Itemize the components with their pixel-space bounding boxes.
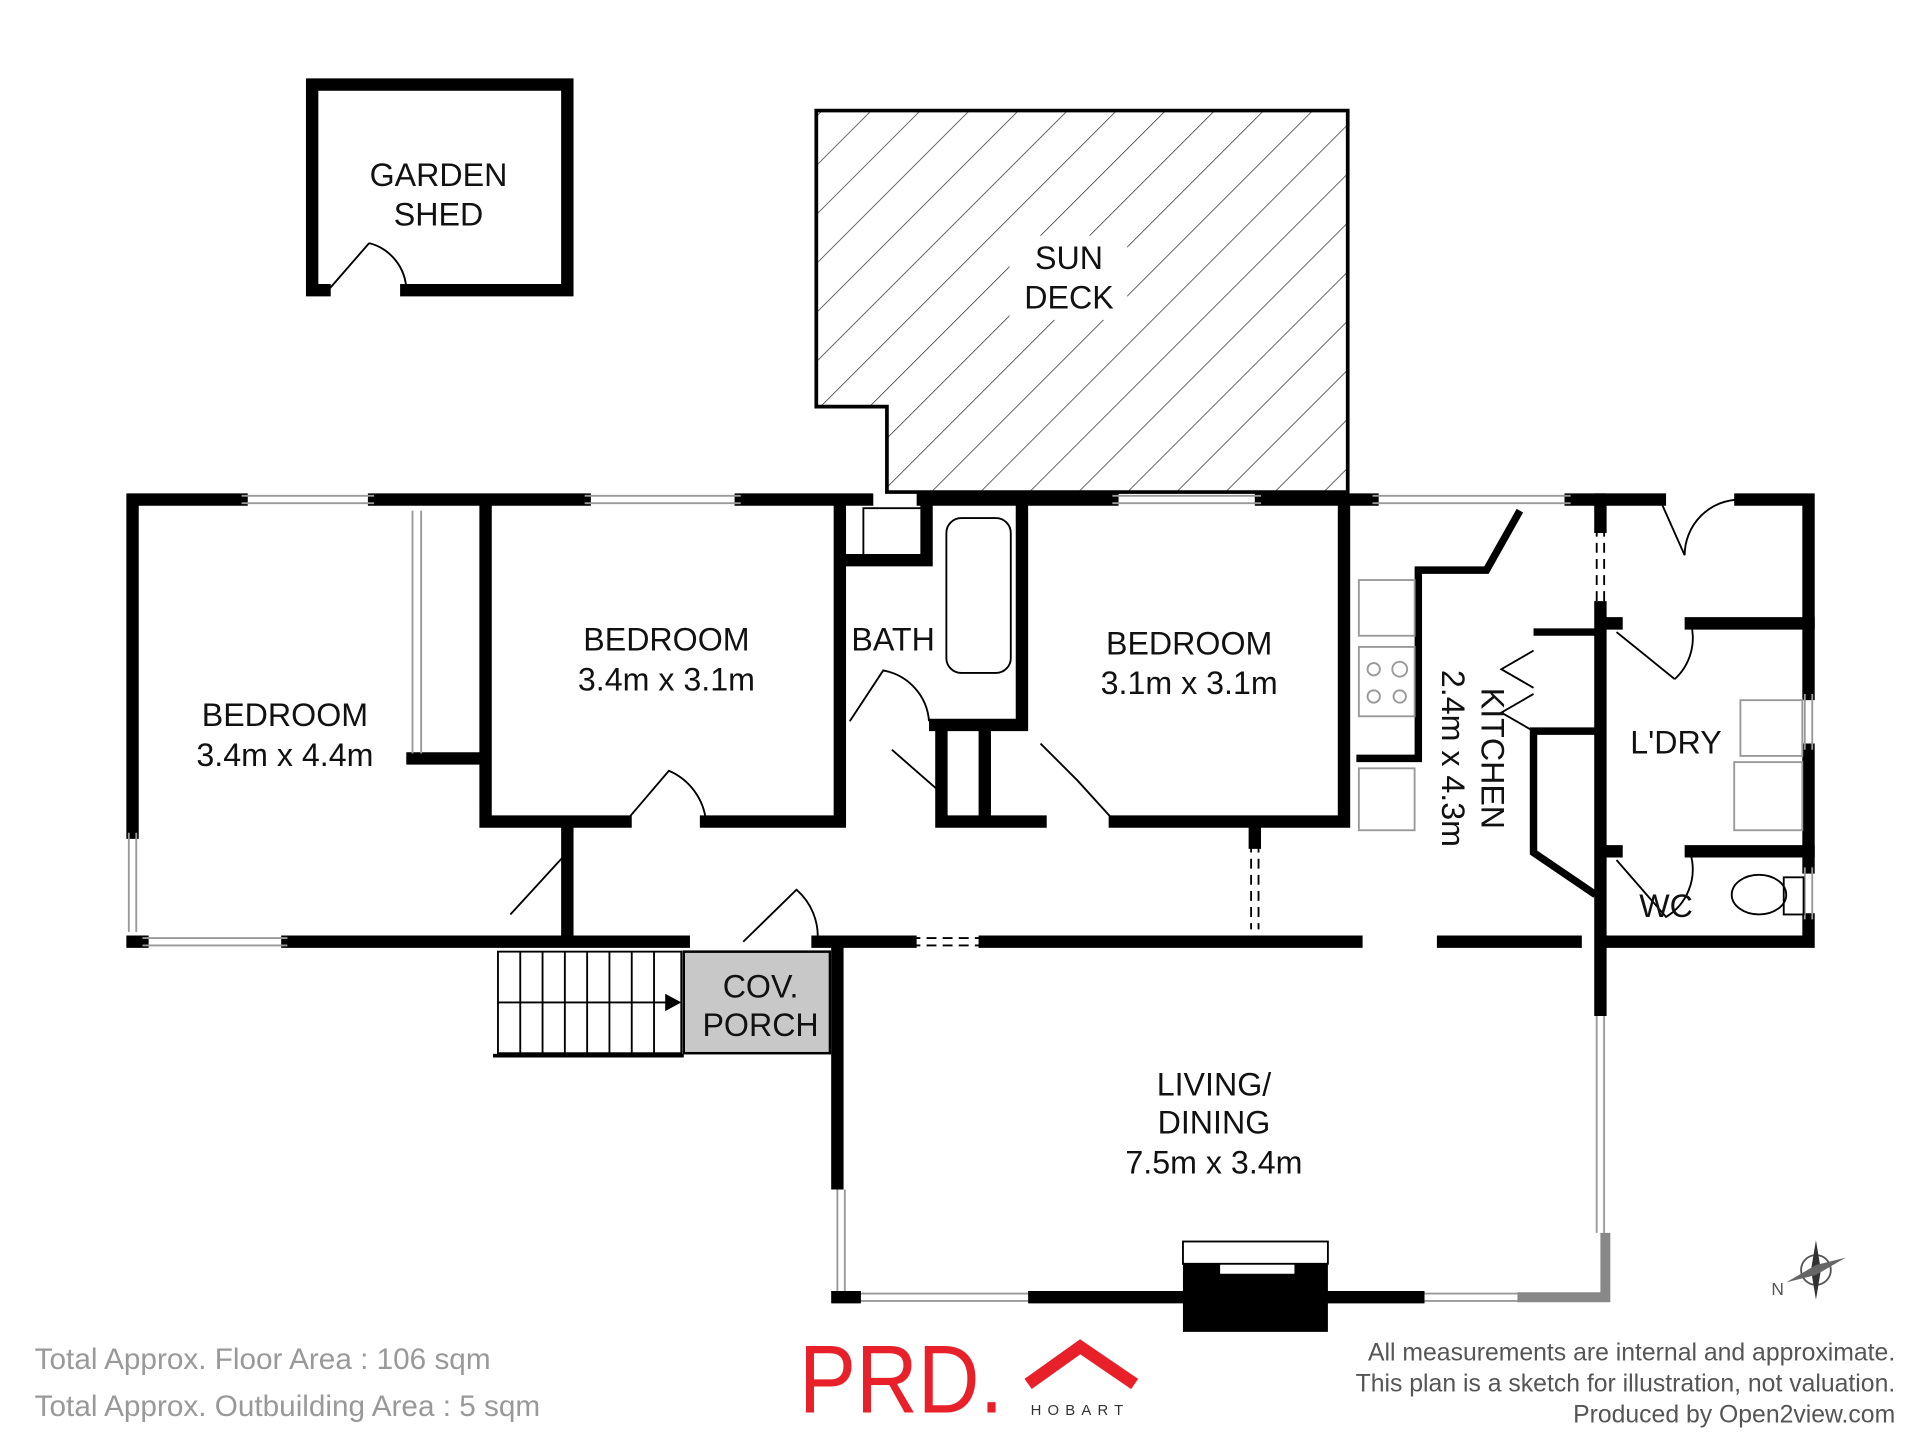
room-label: DINING [1158,1105,1271,1141]
disclaimer-text: All measurements are internal and approx… [1368,1339,1895,1366]
room-labels: BEDROOM 3.4m x 4.4m BEDROOM 3.4m x 3.1m … [196,622,1721,1181]
svg-text:N: N [1771,1279,1784,1299]
room-label: DECK [1024,280,1114,316]
sun-deck: SUN DECK [814,108,1350,494]
room-label: BEDROOM [583,622,749,658]
stairs [493,950,684,1058]
logo-subtext: HOBART [1031,1403,1130,1419]
room-label: GARDEN [370,157,508,193]
outbuilding-area-text: Total Approx. Outbuilding Area : 5 sqm [35,1390,541,1423]
room-label: COV. [723,968,799,1004]
prd-logo: PRD. HOBART [799,1326,1139,1433]
room-label: SHED [394,197,483,233]
room-size: 3.4m x 4.4m [196,737,373,773]
floor-area-text: Total Approx. Floor Area : 106 sqm [35,1343,491,1376]
room-size: 7.5m x 3.4m [1125,1144,1302,1180]
compass-icon: N [1771,1240,1846,1300]
room-size: 2.4m x 4.3m [1435,670,1471,847]
room-size: 3.4m x 3.1m [578,661,755,697]
room-label: PORCH [702,1007,818,1043]
room-label: BEDROOM [202,697,368,733]
room-label: WC [1639,888,1693,924]
walls [126,493,1815,1304]
logo-text: PRD. [799,1326,1003,1433]
room-label: BEDROOM [1106,625,1272,661]
room-label: KITCHEN [1474,688,1510,829]
room-size: 3.1m x 3.1m [1101,665,1278,701]
fireplace [1182,1240,1329,1332]
room-label: BATH [851,622,934,658]
produced-by-text: Produced by Open2view.com [1573,1401,1895,1428]
covered-porch [682,950,832,1055]
garden-shed: GARDEN SHED [305,78,574,297]
room-label: SUN [1035,240,1103,276]
room-label: LIVING/ [1157,1066,1272,1102]
room-label: L'DRY [1630,724,1721,760]
disclaimer-text: This plan is a sketch for illustration, … [1356,1370,1896,1397]
